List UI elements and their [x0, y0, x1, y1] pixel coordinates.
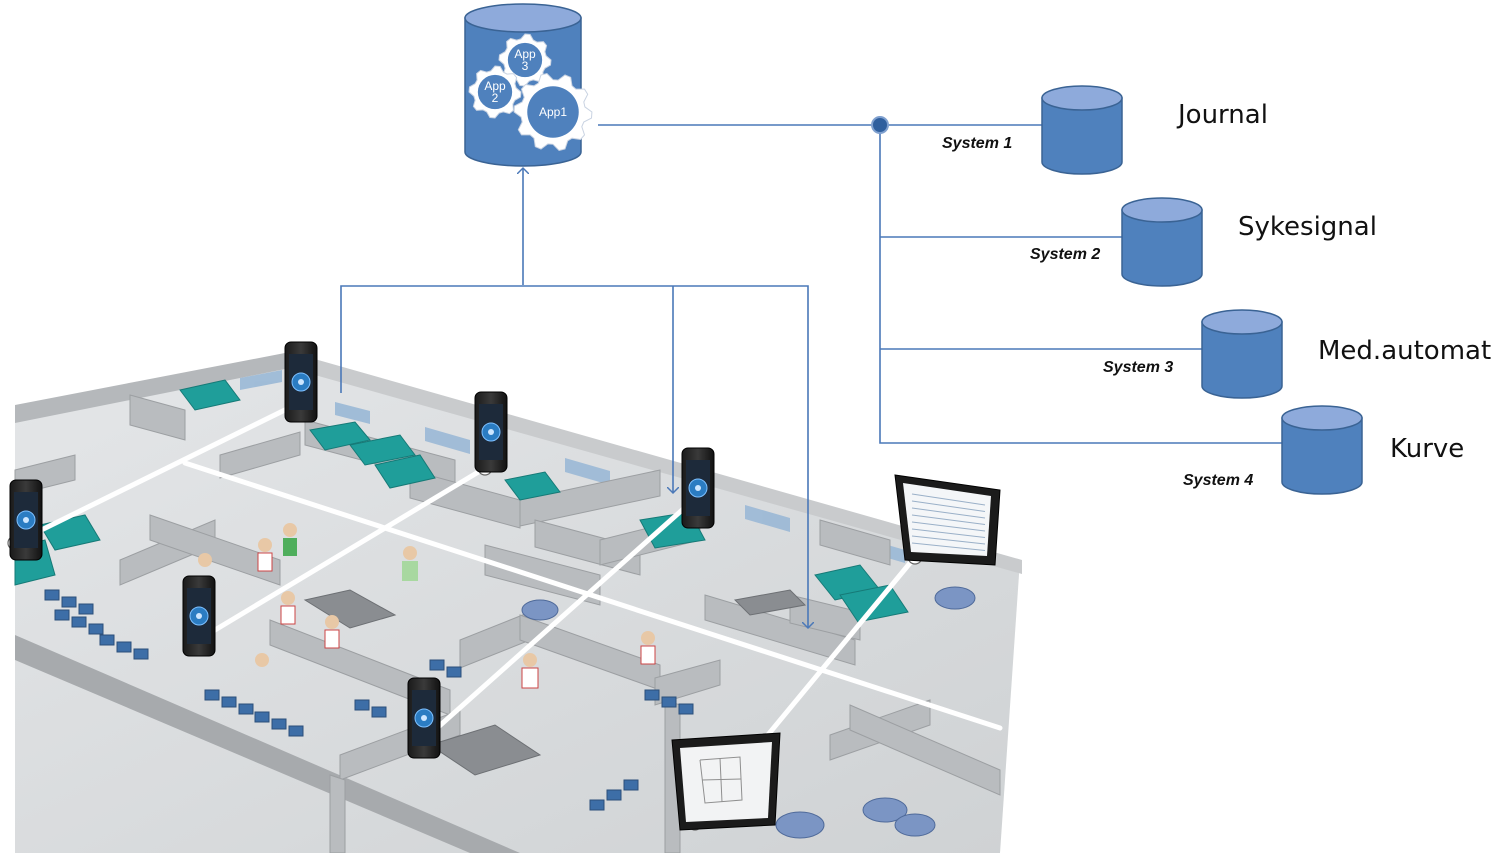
devices [9, 341, 1001, 831]
system-name: Sykesignal [1238, 212, 1377, 242]
database-system-1: System 1 Journal [942, 85, 1268, 175]
hospital-floor-illustration [14, 352, 1022, 853]
server-cylinder-top [464, 3, 582, 33]
people [198, 523, 656, 689]
device-wire [415, 500, 693, 748]
floor-slab [15, 360, 1020, 853]
database-cylinder-top [1281, 405, 1363, 431]
system-trunk [879, 125, 1282, 444]
tablet-icon [894, 474, 1001, 566]
system-label: System 2 [1030, 246, 1100, 263]
database-cylinder-body [1281, 417, 1363, 495]
tablet-icon [671, 732, 781, 831]
app-label: App1 [539, 105, 567, 119]
system-label: System 3 [1103, 359, 1173, 376]
database-cylinder-top [1121, 197, 1203, 223]
wheelchairs [521, 586, 976, 839]
mobile-phone-icon [284, 341, 318, 423]
gear-hub [507, 42, 543, 78]
system-name: Journal [1176, 100, 1268, 130]
system-name: Med.automat [1318, 336, 1491, 366]
outer-wall-back [15, 352, 290, 423]
device-wire [182, 460, 1003, 731]
mobile-phone-icon [182, 575, 216, 657]
distribution-bus [340, 285, 808, 628]
device-wires [7, 397, 1003, 831]
system-label: System 4 [1183, 472, 1253, 489]
network-lines [340, 124, 1282, 628]
device-wire [12, 402, 298, 546]
partitions [14, 394, 1001, 853]
mobile-phone-icon [474, 391, 508, 473]
gear-hub [477, 74, 513, 110]
database-cylinder-body [1041, 97, 1123, 175]
mobile-phone-icon [9, 479, 43, 561]
device-wire [192, 465, 488, 645]
mobile-phone-icon [681, 447, 715, 529]
desks [303, 589, 807, 776]
database-cylinder-top [1041, 85, 1123, 111]
gear-hub [527, 86, 579, 138]
network-hub-node [871, 116, 889, 134]
outer-wall-front [15, 635, 520, 853]
database-system-2: System 2 Sykesignal [1030, 197, 1377, 287]
database-system-3: System 3 Med.automat [1103, 309, 1491, 399]
database-cylinder-top [1201, 309, 1283, 335]
database-system-4: System 4 Kurve [1183, 405, 1464, 495]
database-cylinder-body [1121, 209, 1203, 287]
system-label: System 1 [942, 135, 1012, 152]
mobile-phone-icon [407, 677, 441, 759]
outer-wall-right [290, 352, 1022, 574]
database-cylinder-body [1201, 321, 1283, 399]
waiting-chairs [44, 589, 694, 811]
system-name: Kurve [1390, 434, 1464, 464]
